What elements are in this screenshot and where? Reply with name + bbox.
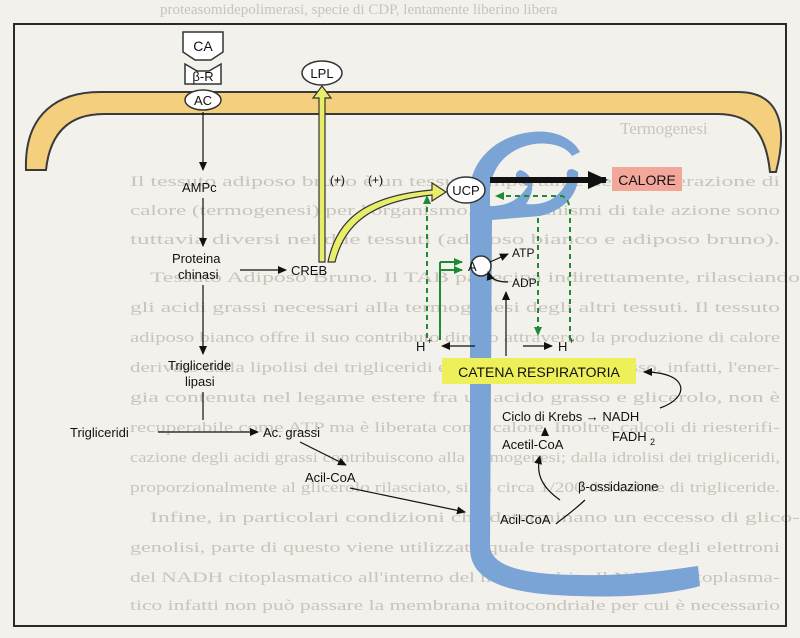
h-right-label: H: [558, 339, 567, 354]
acil-coa-inner-label: Acil-CoA: [500, 512, 551, 527]
bg-paragraph-line: gli acidi grassi necessari alla termogen…: [130, 300, 780, 316]
catena-box: [442, 358, 636, 384]
atp-synthase: A ATP ADP: [439, 246, 537, 356]
chinasi-label: chinasi: [178, 267, 219, 282]
bg-paragraph-line: tuttavia diversi nei due tessuti (adipos…: [130, 232, 780, 248]
ca-label: CA: [193, 38, 213, 54]
cell-membrane: [24, 91, 783, 173]
ampc-label: AMPc: [182, 180, 217, 195]
fadh-sub: 2: [650, 437, 655, 447]
ac-label: AC: [194, 93, 212, 108]
ucp-oval: [446, 176, 486, 204]
ciclo-krebs-label: Ciclo di Krebs → NADH: [502, 409, 639, 424]
proteina-label: Proteina: [172, 251, 221, 266]
arrow-adp: [486, 271, 509, 283]
beta-r-label: β-R: [192, 69, 213, 84]
a-circle: [470, 255, 492, 277]
plus-label-2: (+): [368, 173, 383, 187]
arrow-acil-acetil: [534, 455, 561, 501]
bg-paragraphs: Il tessuto adiposo bruno è un tessuto im…: [130, 174, 800, 614]
calore-label: CALORE: [618, 172, 676, 188]
plus-label-1: (+): [330, 173, 345, 187]
fadh-label: FADH: [612, 429, 647, 444]
h-left-label: H: [416, 339, 425, 354]
bg-paragraph-line: cazione degli acidi grassi contribuiscon…: [130, 450, 780, 466]
bg-paragraph-line: recuperabile come ATP ma è liberata come…: [130, 420, 780, 436]
bg-paragraph-line: calore (termogenesi) per l'organismo. I …: [130, 203, 780, 219]
ca-badge: [182, 31, 224, 61]
lpl-label: LPL: [310, 66, 333, 81]
beta-r-badge: [184, 62, 222, 85]
bg-paragraph-line: adiposo bianco offre il suo contributo d…: [130, 330, 780, 346]
beta-ossidazione-label: β-ossidazione: [578, 479, 658, 494]
ac-oval: [184, 89, 222, 111]
atp-label: ATP: [512, 246, 534, 260]
catena-label: CATENA RESPIRATORIA: [458, 364, 620, 380]
arrow-acilcoa-in: [349, 487, 466, 515]
ucp-label: UCP: [452, 183, 479, 198]
trigliceridi-label: Trigliceridi: [70, 425, 129, 440]
bg-paragraph-line: tico infatti non può passare la membrana…: [130, 598, 780, 614]
trigliceride-label: Trigliceride: [168, 358, 231, 373]
ac-grassi-label: Ac. grassi: [263, 425, 320, 440]
receptor-complex: CA β-R AC: [182, 31, 224, 111]
bg-heading: Termogenesi: [620, 119, 708, 138]
bg-top-line: proteasomidepolimerasi, specie di CDP, l…: [160, 2, 558, 18]
lipasi-label: lipasi: [185, 374, 215, 389]
green-dashed-paths: [423, 192, 571, 340]
green-dashed-right-top: [495, 192, 571, 340]
acetil-coa-label: Acetil-CoA: [502, 437, 564, 452]
bg-paragraph-line: gia contenuta nel legame estere fra un a…: [130, 390, 781, 406]
a-label: A: [468, 259, 477, 274]
creb-label: CREB: [291, 263, 327, 278]
yellow-arrows: [311, 85, 448, 263]
diagram-frame: [13, 23, 787, 627]
bg-paragraph-line: genolisi, parte di questo viene utilizza…: [130, 540, 780, 556]
line-beta-ox: [555, 499, 586, 525]
adp-label: ADP: [512, 276, 537, 290]
h-right-sup: +: [569, 336, 574, 346]
yellow-arrow-lpl: [311, 85, 333, 263]
arrow-atp: [489, 253, 509, 263]
h-left-sup: +: [427, 336, 432, 346]
acil-coa-outer-label: Acil-CoA: [305, 470, 356, 485]
bg-paragraph-line: proporzionalmente al glicerolo rilasciat…: [130, 480, 780, 496]
yellow-arrow-ucp: [327, 181, 448, 263]
arrow-acgrassi-acilcoa: [299, 441, 347, 466]
calore-box: [612, 167, 682, 191]
arrow-nadh-catena: [643, 368, 682, 409]
